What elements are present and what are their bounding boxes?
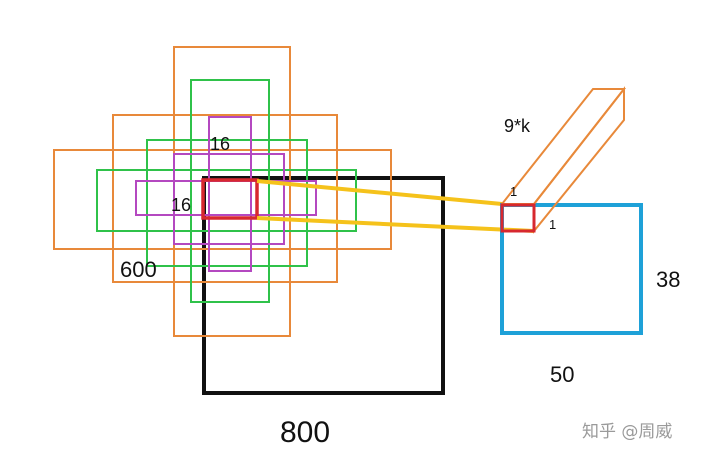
anchor-purple-tall <box>208 116 252 272</box>
unit-side-label: 1 <box>549 217 556 232</box>
output-map-box <box>500 203 643 335</box>
window-width-label: 16 <box>210 134 230 154</box>
feature-width-label: 800 <box>280 416 330 449</box>
anchor-green-tall <box>190 79 270 303</box>
channel-prism <box>499 86 627 234</box>
anchor-green-wide <box>96 169 357 232</box>
anchor-orange-wide <box>53 149 392 250</box>
watermark: 知乎 @周威 <box>582 422 672 442</box>
output-width-label: 50 <box>550 362 574 387</box>
projection-line-bottom <box>256 216 535 233</box>
output-height-label: 38 <box>656 267 680 292</box>
projection-line-top <box>256 179 503 206</box>
window-16x16 <box>201 178 259 220</box>
unit-top-label: 1 <box>510 184 517 199</box>
depth-label: 9*k <box>504 116 531 136</box>
anchor-green-square <box>146 139 308 267</box>
anchor-orange-square <box>112 114 338 283</box>
anchor-purple-square <box>173 153 285 245</box>
feature-map-box <box>202 176 445 395</box>
output-cell-1x1 <box>500 203 536 233</box>
feature-height-label: 600 <box>120 257 157 282</box>
window-height-label: 16 <box>171 195 191 215</box>
